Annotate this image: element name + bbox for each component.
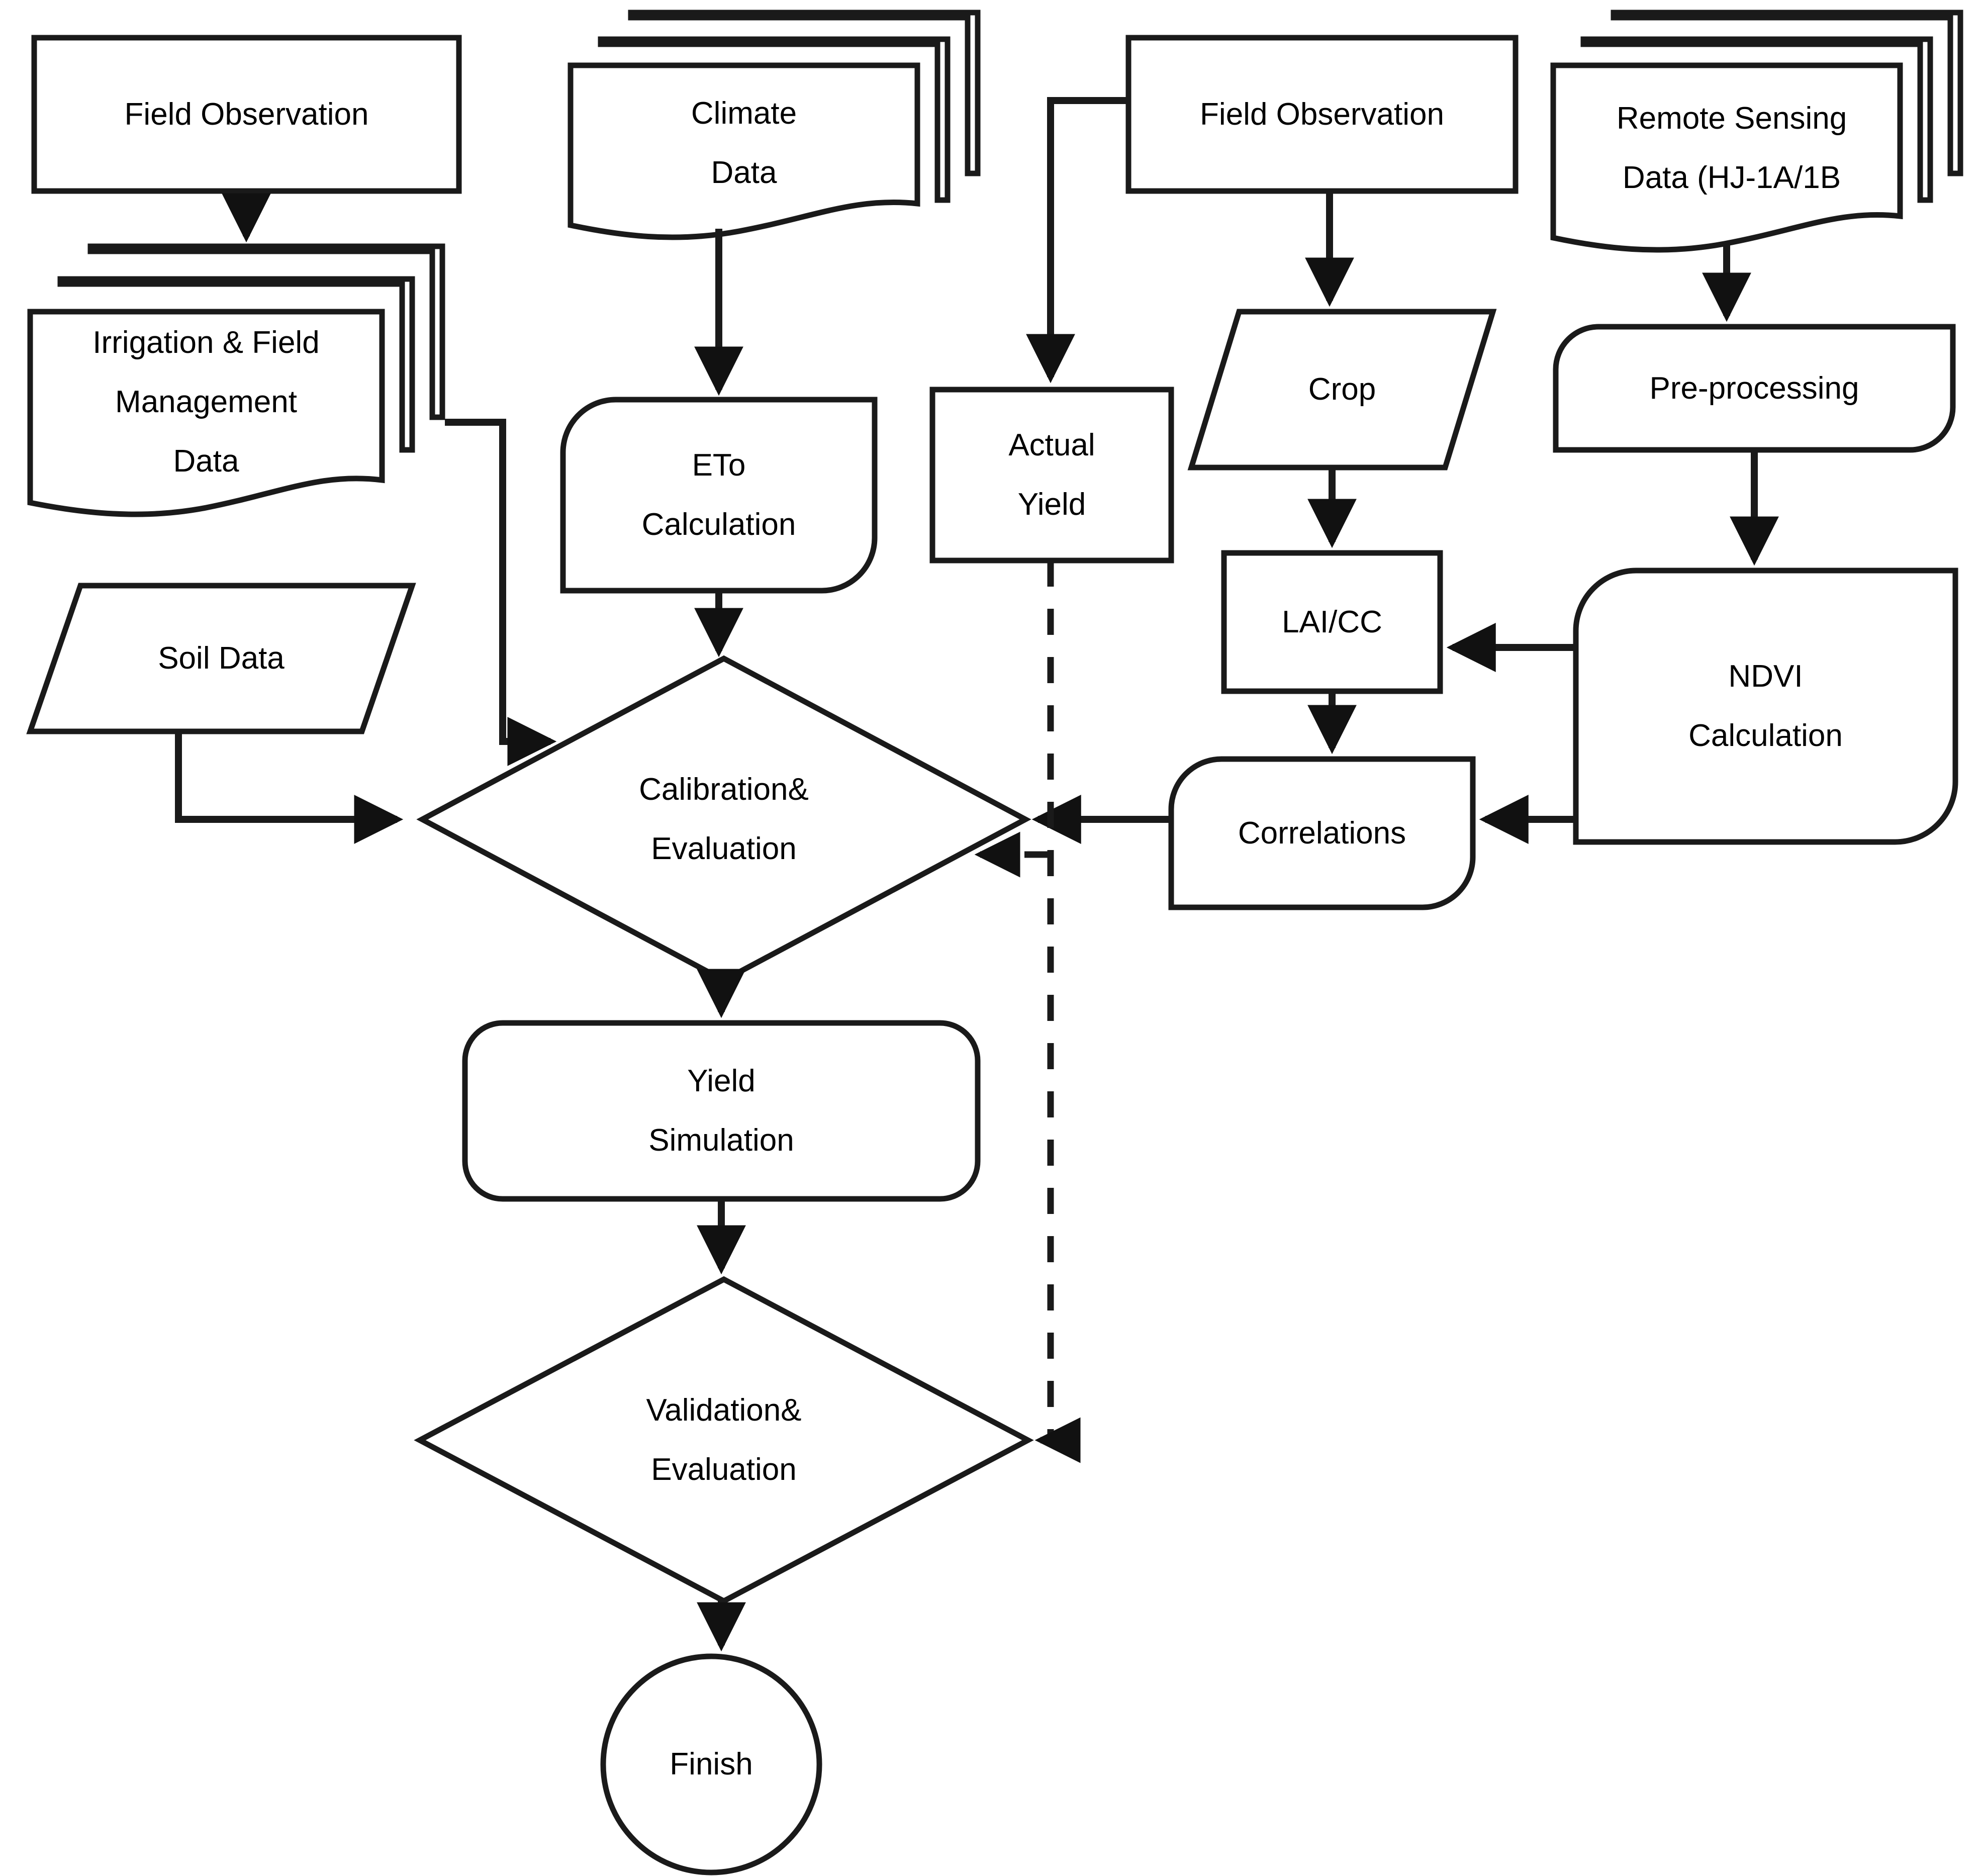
node-correlations <box>1168 756 1476 910</box>
node-calibration-evaluation <box>416 655 1031 984</box>
node-eto-calculation <box>560 397 878 594</box>
node-irrigation-field-management-data <box>27 243 445 517</box>
node-field-observation-left <box>31 35 462 194</box>
node-pre-processing <box>1553 324 1956 453</box>
node-finish <box>600 1653 822 1875</box>
edge-field-observation-right-to-actual-yield <box>1026 97 1128 384</box>
node-field-observation-right <box>1125 35 1519 194</box>
node-lai-cc <box>1221 550 1443 694</box>
edge-irrigation-to-calibration <box>445 419 557 766</box>
node-actual-yield <box>929 387 1174 564</box>
node-crop <box>1187 309 1497 471</box>
node-climate-data <box>568 10 981 240</box>
node-ndvi-calculation <box>1573 568 1958 845</box>
node-remote-sensing-data <box>1550 10 1963 253</box>
node-validation-evaluation <box>414 1276 1034 1605</box>
node-yield-simulation <box>462 1020 981 1202</box>
edge-soil-data-to-calibration <box>175 731 404 844</box>
node-soil-data <box>26 583 416 734</box>
